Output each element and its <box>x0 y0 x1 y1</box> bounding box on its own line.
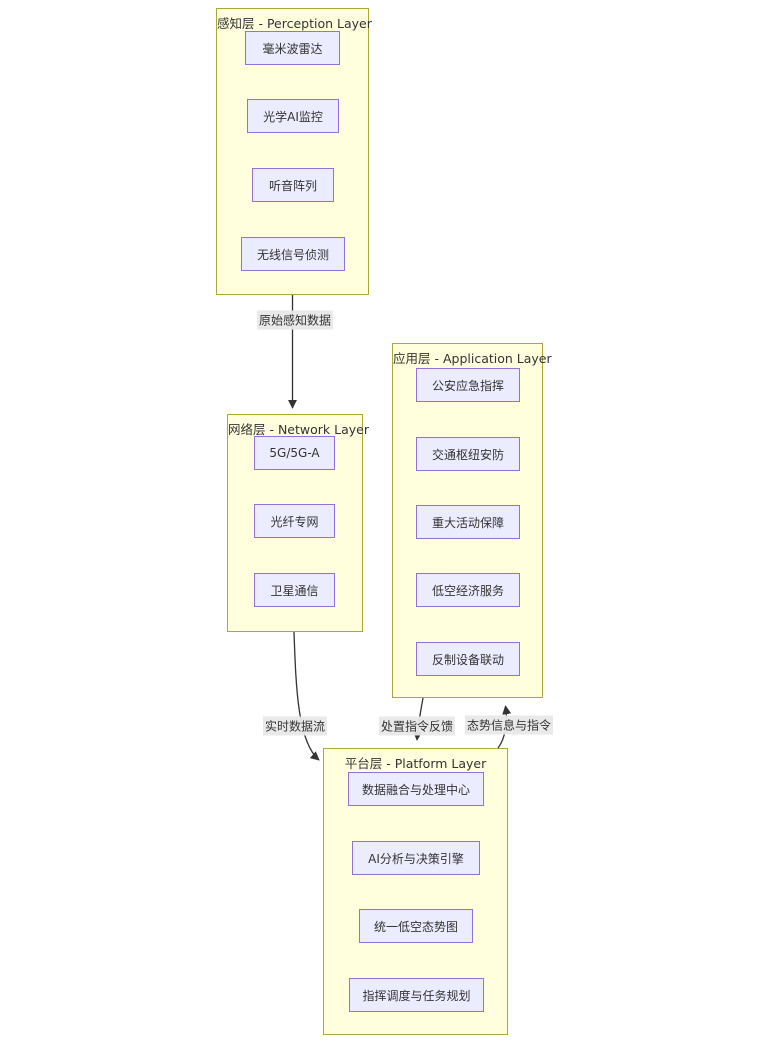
node-command-dispatch-planning: 指挥调度与任务规划 <box>349 978 484 1012</box>
cluster-title-application: 应用层 - Application Layer <box>393 351 552 366</box>
node-optical-ai-monitor: 光学AI监控 <box>247 99 339 133</box>
node-fiber-network: 光纤专网 <box>254 504 335 538</box>
node-low-altitude-economy-service: 低空经济服务 <box>416 573 520 607</box>
node-acoustic-array: 听音阵列 <box>252 168 334 202</box>
cluster-title-perception: 感知层 - Perception Layer <box>217 16 372 31</box>
node-rf-signal-detect: 无线信号侦测 <box>241 237 345 271</box>
node-transport-hub-security: 交通枢纽安防 <box>416 437 520 471</box>
node-satellite-comm: 卫星通信 <box>254 573 335 607</box>
cluster-title-platform: 平台层 - Platform Layer <box>344 756 487 771</box>
node-data-fusion-center: 数据融合与处理中心 <box>348 772 484 806</box>
cluster-title-network: 网络层 - Network Layer <box>228 422 369 437</box>
edge-label-disposal-command-feedback: 处置指令反馈 <box>378 716 456 736</box>
node-police-emergency-command: 公安应急指挥 <box>416 368 520 402</box>
node-5g-network: 5G/5G-A <box>254 436 335 470</box>
node-ai-decision-engine: AI分析与决策引擎 <box>352 841 480 875</box>
node-mmwave-radar: 毫米波雷达 <box>245 31 340 65</box>
edge-label-raw-perception-data: 原始感知数据 <box>256 310 334 330</box>
node-major-event-support: 重大活动保障 <box>416 505 520 539</box>
edge-label-realtime-data-stream: 实时数据流 <box>262 716 328 736</box>
node-unified-situation-map: 统一低空态势图 <box>359 909 473 943</box>
edge-network-to-platform <box>293 631 320 761</box>
edge-label-situation-info-commands: 态势信息与指令 <box>464 715 554 735</box>
node-counter-device-linkage: 反制设备联动 <box>416 642 520 676</box>
